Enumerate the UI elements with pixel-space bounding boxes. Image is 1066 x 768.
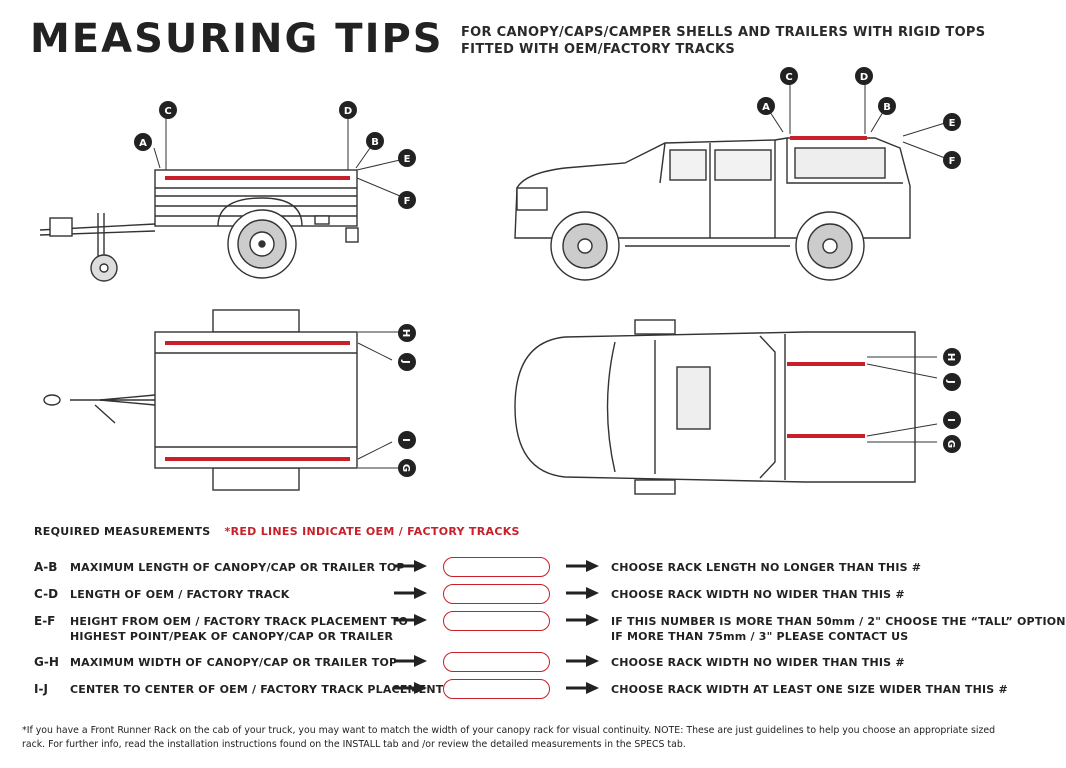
- label-a-marker: A: [134, 133, 152, 151]
- row-advice: CHOOSE RACK LENGTH NO LONGER THAN THIS #: [611, 560, 921, 575]
- trailer-top-label-g-marker: G: [398, 459, 416, 477]
- measurement-row-c-d: C-D LENGTH OF OEM / FACTORY TRACK CHOOSE…: [0, 584, 1024, 617]
- row-advice-line: IF MORE THAN 75mm / 3" PLEASE CONTACT US: [611, 630, 909, 643]
- row-advice: CHOOSE RACK WIDTH NO WIDER THAN THIS #: [611, 655, 905, 670]
- svg-text:H: H: [945, 353, 956, 361]
- measurement-row-i-j: I-J CENTER TO CENTER OF OEM / FACTORY TR…: [0, 679, 1024, 712]
- label-c-marker: C: [159, 101, 177, 119]
- arrow-right-icon: [566, 682, 599, 694]
- arrow-right-icon: [566, 614, 599, 626]
- svg-text:G: G: [400, 464, 411, 472]
- row-description: CENTER TO CENTER OF OEM / FACTORY TRACK …: [70, 682, 444, 697]
- row-advice-line: CHOOSE RACK LENGTH NO LONGER THAN THIS #: [611, 561, 922, 574]
- trailer-side-view: A C D B E F: [39, 101, 416, 282]
- row-advice-line: CHOOSE RACK WIDTH NO WIDER THAN THIS #: [611, 588, 905, 601]
- row-description: MAXIMUM LENGTH OF CANOPY/CAP OR TRAILER …: [70, 560, 405, 575]
- trailer-top-label-i-marker: I: [398, 431, 416, 449]
- page-subtitle: FOR CANOPY/CAPS/CAMPER SHELLS AND TRAILE…: [461, 24, 985, 58]
- svg-text:C: C: [164, 106, 171, 117]
- trailer-top-label-h-marker: H: [398, 324, 416, 342]
- trailer-top-label-j-marker: J: [398, 353, 416, 371]
- row-description-line: MAXIMUM WIDTH OF CANOPY/CAP OR TRAILER T…: [70, 656, 398, 669]
- svg-text:I: I: [400, 438, 411, 442]
- input-box-a-b[interactable]: [443, 557, 550, 577]
- svg-text:F: F: [404, 196, 411, 207]
- svg-text:D: D: [344, 106, 352, 117]
- truck-side-view: A C D B E F: [514, 67, 961, 281]
- svg-text:G: G: [945, 440, 956, 448]
- label-f-marker: F: [398, 191, 416, 209]
- svg-text:J: J: [400, 359, 411, 364]
- measurement-row-a-b: A-B MAXIMUM LENGTH OF CANOPY/CAP OR TRAI…: [0, 557, 1024, 590]
- measurement-row-g-h: G-H MAXIMUM WIDTH OF CANOPY/CAP OR TRAIL…: [0, 652, 1024, 685]
- row-code: A-B: [34, 560, 58, 574]
- arrow-right-icon: [566, 655, 599, 667]
- input-box-c-d[interactable]: [443, 584, 550, 604]
- truck-top-label-h-marker: H: [943, 348, 961, 366]
- row-advice-line: CHOOSE RACK WIDTH NO WIDER THAN THIS #: [611, 656, 905, 669]
- truck-label-a-marker: A: [757, 97, 775, 115]
- input-box-i-j[interactable]: [443, 679, 550, 699]
- label-d-marker: D: [339, 101, 357, 119]
- row-code: G-H: [34, 655, 59, 669]
- svg-text:A: A: [139, 138, 147, 149]
- subtitle-line-2: FITTED WITH OEM/FACTORY TRACKS: [461, 42, 736, 57]
- row-description: MAXIMUM WIDTH OF CANOPY/CAP OR TRAILER T…: [70, 655, 397, 670]
- truck-top-label-i-marker: I: [943, 411, 961, 429]
- input-box-g-h[interactable]: [443, 652, 550, 672]
- arrow-right-icon: [394, 682, 427, 694]
- truck-label-d-marker: D: [855, 67, 873, 85]
- truck-top-label-j-marker: J: [943, 373, 961, 391]
- label-b-marker: B: [366, 132, 384, 150]
- arrow-right-icon: [394, 587, 427, 599]
- row-description-line: HEIGHT FROM OEM / FACTORY TRACK PLACEMEN…: [70, 615, 409, 628]
- truck-top-view: H J I G: [514, 319, 961, 495]
- row-advice-line: IF THIS NUMBER IS MORE THAN 50mm / 2" CH…: [611, 615, 1066, 628]
- svg-text:J: J: [945, 379, 956, 384]
- svg-text:B: B: [883, 102, 891, 113]
- truck-label-c-marker: C: [780, 67, 798, 85]
- row-advice: CHOOSE RACK WIDTH NO WIDER THAN THIS #: [611, 587, 905, 602]
- svg-text:D: D: [860, 72, 868, 83]
- input-box-e-f[interactable]: [443, 611, 550, 631]
- row-description-line: CENTER TO CENTER OF OEM / FACTORY TRACK …: [70, 683, 444, 696]
- red-lines-note: *RED LINES INDICATE OEM / FACTORY TRACKS: [224, 525, 520, 538]
- row-description-line: MAXIMUM LENGTH OF CANOPY/CAP OR TRAILER …: [70, 561, 405, 574]
- arrow-right-icon: [394, 560, 427, 572]
- trailer-top-view: H J I G: [43, 309, 416, 491]
- measurement-row-e-f: E-F HEIGHT FROM OEM / FACTORY TRACK PLAC…: [0, 611, 1066, 644]
- row-code: C-D: [34, 587, 59, 601]
- svg-text:B: B: [371, 137, 379, 148]
- truck-label-f-marker: F: [943, 151, 961, 169]
- svg-text:C: C: [785, 72, 792, 83]
- required-measurements-heading: REQUIRED MEASUREMENTS *RED LINES INDICATE…: [34, 525, 520, 538]
- row-advice: IF THIS NUMBER IS MORE THAN 50mm / 2" CH…: [611, 614, 1066, 644]
- truck-label-e-marker: E: [943, 113, 961, 131]
- svg-text:H: H: [400, 329, 411, 337]
- subtitle-line-1: FOR CANOPY/CAPS/CAMPER SHELLS AND TRAILE…: [461, 25, 986, 40]
- row-description: HEIGHT FROM OEM / FACTORY TRACK PLACEMEN…: [70, 614, 408, 644]
- svg-text:I: I: [945, 418, 956, 422]
- truck-label-b-marker: B: [878, 97, 896, 115]
- footnote: *If you have a Front Runner Rack on the …: [22, 725, 996, 750]
- truck-top-label-g-marker: G: [943, 435, 961, 453]
- label-e-marker: E: [398, 149, 416, 167]
- page-title: MEASURING TIPS: [30, 16, 444, 62]
- arrow-right-icon: [394, 614, 427, 626]
- row-code: I-J: [34, 682, 48, 696]
- row-description-line: LENGTH OF OEM / FACTORY TRACK: [70, 588, 290, 601]
- svg-text:A: A: [762, 102, 770, 113]
- arrow-right-icon: [566, 587, 599, 599]
- row-description-line: HIGHEST POINT/PEAK OF CANOPY/CAP OR TRAI…: [70, 630, 394, 643]
- required-measurements-title: REQUIRED MEASUREMENTS: [34, 525, 211, 538]
- svg-text:E: E: [404, 154, 411, 165]
- row-advice: CHOOSE RACK WIDTH AT LEAST ONE SIZE WIDE…: [611, 682, 1008, 697]
- arrow-right-icon: [394, 655, 427, 667]
- row-code: E-F: [34, 614, 56, 628]
- row-advice-line: CHOOSE RACK WIDTH AT LEAST ONE SIZE WIDE…: [611, 683, 1008, 696]
- row-description: LENGTH OF OEM / FACTORY TRACK: [70, 587, 290, 602]
- svg-text:F: F: [949, 156, 956, 167]
- arrow-right-icon: [566, 560, 599, 572]
- svg-text:E: E: [949, 118, 956, 129]
